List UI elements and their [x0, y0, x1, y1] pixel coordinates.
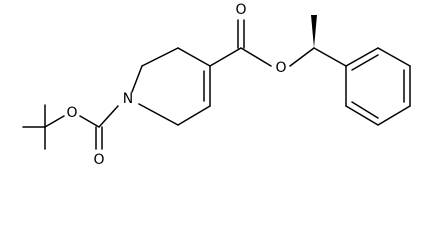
ester-carbon-to-oxygen-bond	[240, 47, 272, 67]
ring-c6-to-n-bond	[138, 103, 179, 126]
tert-butyl-group	[22, 104, 65, 150]
phenyl-bond-2	[377, 47, 411, 67]
tetrahydropyridine-ring	[131, 47, 211, 126]
chiral-center	[311, 15, 347, 67]
phenyl-bond-5	[345, 105, 379, 126]
molecule-structure: N O O O O	[22, 2, 411, 168]
wedge-methyl-bond	[311, 15, 317, 48]
ring-to-ester-carbon-bond	[209, 47, 242, 67]
phenyl-bond-1	[345, 47, 379, 67]
ester-group	[209, 19, 315, 67]
tbu-to-oxygen-bond	[44, 115, 65, 128]
ester-carbonyl-oxygen-label: O	[235, 2, 246, 18]
phenyl-bond-4	[377, 105, 411, 126]
boc-carbamate-group	[79, 105, 119, 150]
atom-labels: N O O O O	[66, 2, 286, 168]
phenyl-ring	[345, 47, 411, 126]
ring-c5-to-c6-bond	[177, 105, 211, 126]
ring-n-to-c2-bond	[131, 65, 143, 93]
boc-carbonyl-to-nitrogen-bond	[98, 105, 119, 128]
boc-oxygen-to-carbonyl-bond	[79, 115, 100, 128]
phenyl-inner-double-bond-c	[351, 101, 379, 119]
phenyl-inner-double-bond-a	[351, 54, 379, 71]
ring-c2-to-c3-bond	[141, 47, 179, 67]
chiral-carbon-to-phenyl-bond	[313, 47, 347, 67]
boc-ester-oxygen-label: O	[66, 105, 77, 121]
ester-oxygen-to-chiral-carbon-bond	[289, 47, 315, 67]
ring-nitrogen-label: N	[123, 91, 133, 107]
ring-c3-to-c4-bond	[177, 47, 211, 67]
boc-carbonyl-oxygen-label: O	[93, 152, 104, 168]
ester-oxygen-label: O	[275, 60, 286, 76]
